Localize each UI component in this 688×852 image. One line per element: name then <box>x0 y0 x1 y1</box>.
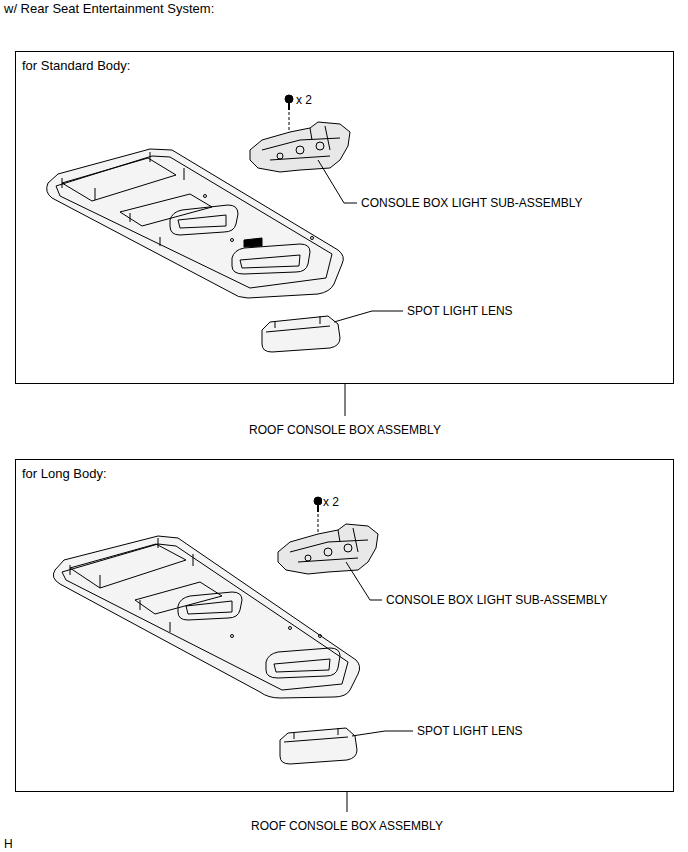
frame-heading: for Standard Body: <box>22 58 130 73</box>
quantity-note: x 2 <box>295 93 313 107</box>
variant-frame: for Long Body: <box>15 459 674 792</box>
figure-code: H <box>3 837 14 851</box>
variant-frame: for Standard Body: <box>15 51 674 384</box>
part-name: ROOF CONSOLE BOX ASSEMBLY <box>250 819 444 833</box>
part-name: CONSOLE BOX LIGHT SUB-ASSEMBLY <box>385 593 609 607</box>
part-name: ROOF CONSOLE BOX ASSEMBLY <box>248 423 442 437</box>
quantity-note: x 2 <box>322 495 340 509</box>
part-name: SPOT LIGHT LENS <box>416 724 524 738</box>
page-title: w/ Rear Seat Entertainment System: <box>4 1 214 16</box>
part-name: SPOT LIGHT LENS <box>406 304 514 318</box>
part-name: CONSOLE BOX LIGHT SUB-ASSEMBLY <box>360 196 584 210</box>
frame-heading: for Long Body: <box>22 466 107 481</box>
